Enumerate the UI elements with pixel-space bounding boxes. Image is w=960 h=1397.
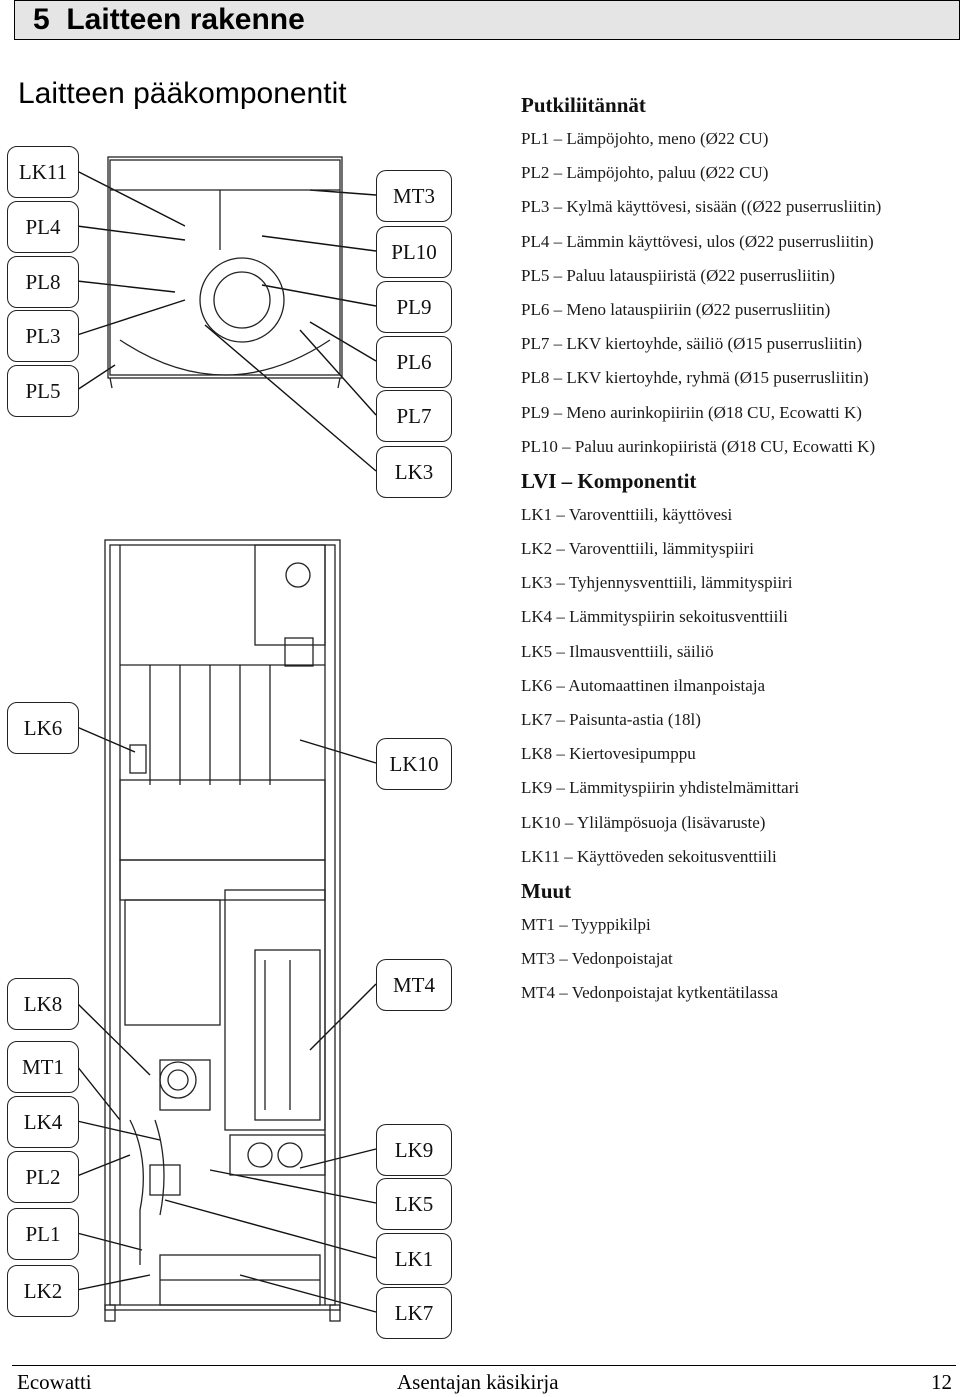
section-title: Laitteen pääkomponentit [18, 77, 347, 110]
chapter-number: 5 [33, 3, 50, 36]
chapter-header-bar: 5 Laitteen rakenne [14, 0, 960, 40]
legend-item: LK10 – Ylilämpösuoja (lisävaruste) [521, 812, 766, 832]
leader-line [76, 1002, 151, 1076]
legend-item: LK9 – Lämmityspiirin yhdistelmämittari [521, 778, 800, 798]
legend-item: PL7 – LKV kiertoyhde, säiliö (Ø15 puserr… [521, 334, 863, 354]
leader-line [299, 739, 377, 764]
legend-heading: Muut [521, 878, 572, 903]
legend-item: LK2 – Varoventtiili, lämmityspiiri [521, 539, 754, 559]
legend-group-hvac-components: LVI – Komponentit LK1 – Varoventtiili, k… [521, 464, 951, 874]
label-lk2: LK2 [7, 1265, 79, 1317]
leader-line [164, 1199, 377, 1259]
leader-line [299, 329, 377, 416]
footer-divider [12, 1365, 956, 1366]
legend-item: LK7 – Paisunta-astia (18l) [521, 710, 701, 729]
legend-item: PL4 – Lämmin käyttövesi, ulos (Ø22 puser… [521, 231, 874, 251]
label-pl3: PL3 [7, 310, 79, 362]
label-lk9: LK9 [376, 1124, 452, 1176]
leader-line [309, 189, 377, 196]
label-pl2: PL2 [7, 1151, 79, 1203]
legend-item: LK4 – Lämmityspiirin sekoitusventtiili [521, 607, 788, 627]
label-lk4: LK4 [7, 1096, 79, 1148]
leader-line [261, 284, 377, 307]
leader-lines [76, 170, 377, 1313]
label-mt3: MT3 [376, 170, 452, 222]
label-lk3: LK3 [376, 446, 452, 498]
footer-product: Ecowatti [17, 1370, 92, 1394]
label-lk10: LK10 [376, 738, 452, 790]
legend-item: LK8 – Kiertovesipumppu [521, 744, 696, 764]
label-lk11: LK11 [7, 146, 79, 198]
legend-item: PL5 – Paluu latauspiiristä (Ø22 puserrus… [521, 265, 835, 285]
leader-line [76, 1154, 131, 1177]
legend-item: LK11 – Käyttöveden sekoitusventtiili [521, 846, 777, 866]
label-pl6: PL6 [376, 336, 452, 388]
label-pl7: PL7 [376, 390, 452, 442]
legend-item: LK3 – Tyhjennysventtiili, lämmityspiiri [521, 573, 793, 593]
label-pl1: PL1 [7, 1208, 79, 1260]
label-lk1: LK1 [376, 1233, 452, 1285]
label-lk6: LK6 [7, 702, 79, 754]
leader-line [261, 235, 377, 252]
legend-group-pipe-connections: Putkiliitännät PL1 – Lämpöjohto, meno (Ø… [521, 88, 951, 464]
cabinet-outline [104, 156, 343, 1322]
label-lk5: LK5 [376, 1178, 452, 1230]
leader-line [309, 983, 377, 1051]
leader-line [76, 1120, 161, 1141]
label-lk8: LK8 [7, 978, 79, 1030]
chapter-title: 5 Laitteen rakenne [33, 3, 305, 37]
leader-line [76, 299, 186, 336]
label-pl9: PL9 [376, 281, 452, 333]
legend-item: PL10 – Paluu aurinkopiiristä (Ø18 CU, Ec… [521, 436, 876, 456]
legend-item: PL9 – Meno aurinkopiiriin (Ø18 CU, Ecowa… [521, 402, 862, 422]
label-pl10: PL10 [376, 226, 452, 278]
legend-item: PL3 – Kylmä käyttövesi, sisään ((Ø22 pus… [521, 197, 882, 217]
component-legend: Putkiliitännät PL1 – Lämpöjohto, meno (Ø… [521, 88, 951, 1011]
legend-item: LK6 – Automaattinen ilmanpoistaja [521, 675, 766, 695]
legend-item: PL6 – Meno latauspiiriin (Ø22 puserrusli… [521, 299, 831, 319]
legend-item: PL1 – Lämpöjohto, meno (Ø22 CU) [521, 129, 769, 148]
chapter-name: Laitteen rakenne [66, 3, 305, 36]
leader-line [76, 225, 186, 241]
legend-item: MT1 – Tyyppikilpi [521, 914, 651, 934]
leader-line [76, 1274, 151, 1291]
legend-group-other: Muut MT1 – Tyyppikilpi MT3 – Vedonpoista… [521, 874, 951, 1011]
legend-heading: Putkiliitännät [521, 93, 646, 117]
legend-item: MT3 – Vedonpoistajat [521, 949, 673, 969]
legend-item: MT4 – Vedonpoistajat kytkentätilassa [521, 983, 779, 1003]
label-mt4: MT4 [376, 959, 452, 1011]
leader-line [299, 1148, 377, 1169]
leader-line [76, 364, 116, 391]
leader-line [76, 170, 186, 227]
label-pl5: PL5 [7, 365, 79, 417]
footer-manual-title: Asentajan käsikirja [397, 1370, 559, 1394]
legend-item: LK5 – Ilmausventtiili, säiliö [521, 641, 714, 661]
leader-line [204, 324, 377, 472]
legend-item: PL8 – LKV kiertoyhde, ryhmä (Ø15 puserru… [521, 368, 869, 388]
leader-line [76, 280, 176, 293]
legend-item: LK1 – Varoventtiili, käyttövesi [521, 504, 733, 524]
leader-line [309, 321, 377, 362]
leader-line [76, 1065, 121, 1121]
label-lk7: LK7 [376, 1287, 452, 1339]
footer-page-number: 12 [931, 1370, 952, 1394]
label-pl8: PL8 [7, 256, 79, 308]
legend-heading: LVI – Komponentit [521, 468, 697, 493]
leader-line [239, 1274, 377, 1313]
leader-line [76, 726, 136, 753]
legend-item: PL2 – Lämpöjohto, paluu (Ø22 CU) [521, 163, 769, 183]
label-pl4: PL4 [7, 201, 79, 253]
label-mt1: MT1 [7, 1041, 79, 1093]
